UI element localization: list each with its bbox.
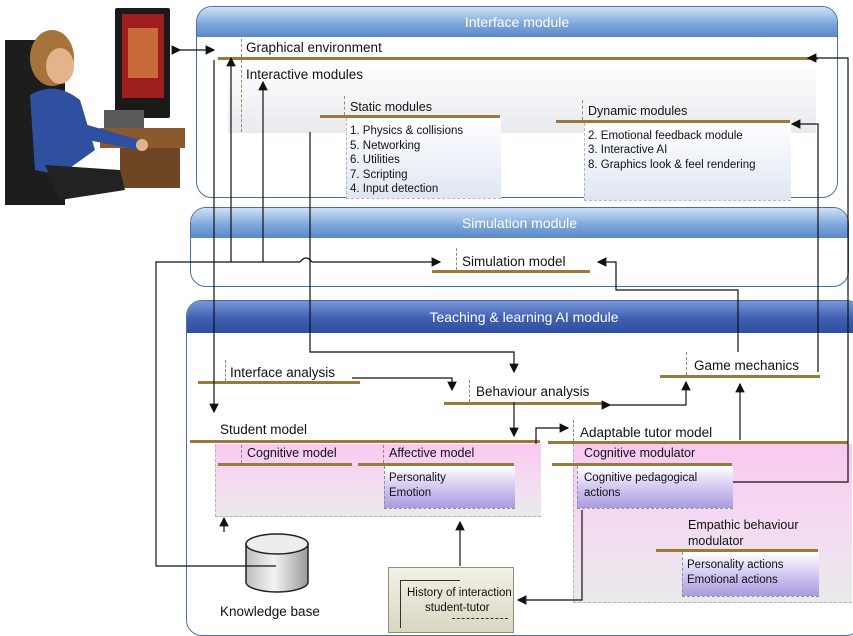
static-module-item: 1. Physics & collisions — [350, 125, 464, 137]
empathic-action-item: Personality actions — [687, 559, 784, 571]
interactive-modules-tick — [241, 60, 242, 132]
tutor-model-tick — [573, 420, 574, 441]
static-module-item: 7. Scripting — [350, 169, 408, 181]
dynamic-modules-bar — [556, 120, 790, 123]
dynamic-modules-box — [584, 123, 791, 201]
simulation-model-bar — [432, 270, 590, 273]
dynamic-module-item: 3. Interactive AI — [588, 144, 668, 156]
interface-analysis-bar — [198, 381, 360, 384]
history-box — [388, 567, 514, 633]
empathic-actions-box — [682, 552, 819, 597]
affective-model-tick — [383, 445, 384, 463]
database-cylinder-icon — [245, 533, 309, 593]
static-modules-bar — [320, 115, 500, 118]
affective-item: Emotion — [389, 487, 432, 499]
dynamic-module-item: 2. Emotional feedback module — [588, 130, 743, 142]
graphical-environment-tick — [241, 39, 242, 57]
game-mechanics-label: Game mechanics — [694, 358, 800, 373]
cognitive-modulator-bar — [552, 463, 732, 466]
graphical-environment-label: Graphical environment — [246, 40, 382, 55]
empathic-modulator-label: Empathic behaviour — [688, 518, 799, 532]
interface-module-title: Interface module — [197, 7, 837, 37]
dynamic-module-item: 8. Graphics look & feel rendering — [588, 159, 756, 171]
history-label: History of interaction — [407, 587, 512, 599]
teaching-module-title: Teaching & learning AI module — [187, 301, 853, 333]
affective-model-label: Affective model — [389, 446, 475, 460]
cognitive-actions-box — [577, 466, 733, 509]
static-module-item: 5. Networking — [350, 140, 421, 152]
cognitive-model-bar — [218, 463, 352, 466]
affective-model-box — [384, 466, 515, 509]
graphical-environment-bar — [218, 57, 818, 60]
static-module-item: 6. Utilities — [350, 154, 400, 166]
student-model-bar — [190, 440, 540, 443]
dynamic-modules-title: Dynamic modules — [588, 104, 688, 118]
affective-item: Personality — [389, 472, 446, 484]
static-modules-tick — [344, 96, 345, 115]
empathic-modulator-label: modulator — [688, 534, 744, 548]
history-bottomline — [452, 618, 508, 619]
affective-model-bar — [358, 463, 514, 466]
history-tick — [400, 580, 401, 628]
game-mechanics-tick — [686, 352, 687, 375]
empathic-action-item: Emotional actions — [687, 574, 778, 586]
knowledge-base-label: Knowledge base — [220, 604, 320, 619]
game-mechanics-bar — [660, 375, 820, 378]
dynamic-modules-tick — [582, 100, 583, 120]
interface-analysis-tick — [225, 360, 226, 381]
history-topline — [400, 580, 460, 581]
static-module-item: 4. Input detection — [350, 183, 439, 195]
simulation-model-tick — [456, 248, 457, 270]
cognitive-model-tick — [241, 445, 242, 463]
cognitive-model-label: Cognitive model — [247, 446, 337, 460]
history-label: student-tutor — [425, 602, 490, 614]
empathic-modulator-bar — [656, 549, 818, 552]
behaviour-analysis-bar — [444, 402, 604, 405]
simulation-module-panel: Simulation module — [190, 207, 849, 287]
interface-analysis-label: Interface analysis — [230, 365, 336, 380]
simulation-model-label: Simulation model — [462, 254, 566, 269]
cognitive-action-item: Cognitive pedagogical — [584, 472, 698, 484]
behaviour-analysis-label: Behaviour analysis — [476, 384, 590, 399]
simulation-module-title: Simulation module — [191, 208, 848, 238]
user-at-computer-photo — [0, 0, 185, 205]
cognitive-action-item: actions — [584, 487, 621, 499]
cognitive-modulator-label: Cognitive modulator — [584, 446, 696, 460]
static-modules-title: Static modules — [350, 100, 432, 114]
interactive-modules-label: Interactive modules — [246, 67, 364, 82]
student-model-label: Student model — [220, 422, 308, 437]
tutor-model-bar — [548, 441, 848, 444]
behaviour-analysis-tick — [469, 380, 470, 402]
tutor-model-label: Adaptable tutor model — [580, 425, 713, 440]
static-modules-box — [346, 118, 501, 199]
